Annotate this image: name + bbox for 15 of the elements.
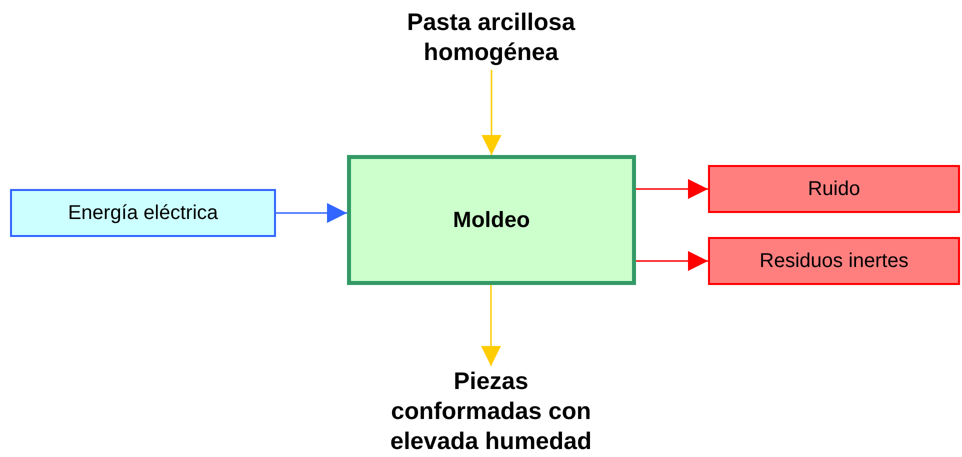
flow-label: Pasta arcillosa homogénea (406, 8, 576, 68)
arrow (636, 179, 708, 199)
arrow (276, 203, 347, 223)
process-box (347, 155, 636, 285)
arrow (481, 285, 501, 366)
output-box (708, 165, 960, 213)
box-label: Energía eléctrica (68, 200, 218, 226)
box-label: Residuos inertes (760, 248, 908, 274)
flow-label: Piezas conformadas con elevada humedad (389, 366, 593, 456)
box-label: Ruido (808, 176, 860, 202)
box-label: Moldeo (453, 206, 530, 234)
output-box (708, 237, 960, 285)
input-box (10, 189, 276, 237)
arrow (482, 70, 502, 155)
arrow (636, 251, 708, 271)
